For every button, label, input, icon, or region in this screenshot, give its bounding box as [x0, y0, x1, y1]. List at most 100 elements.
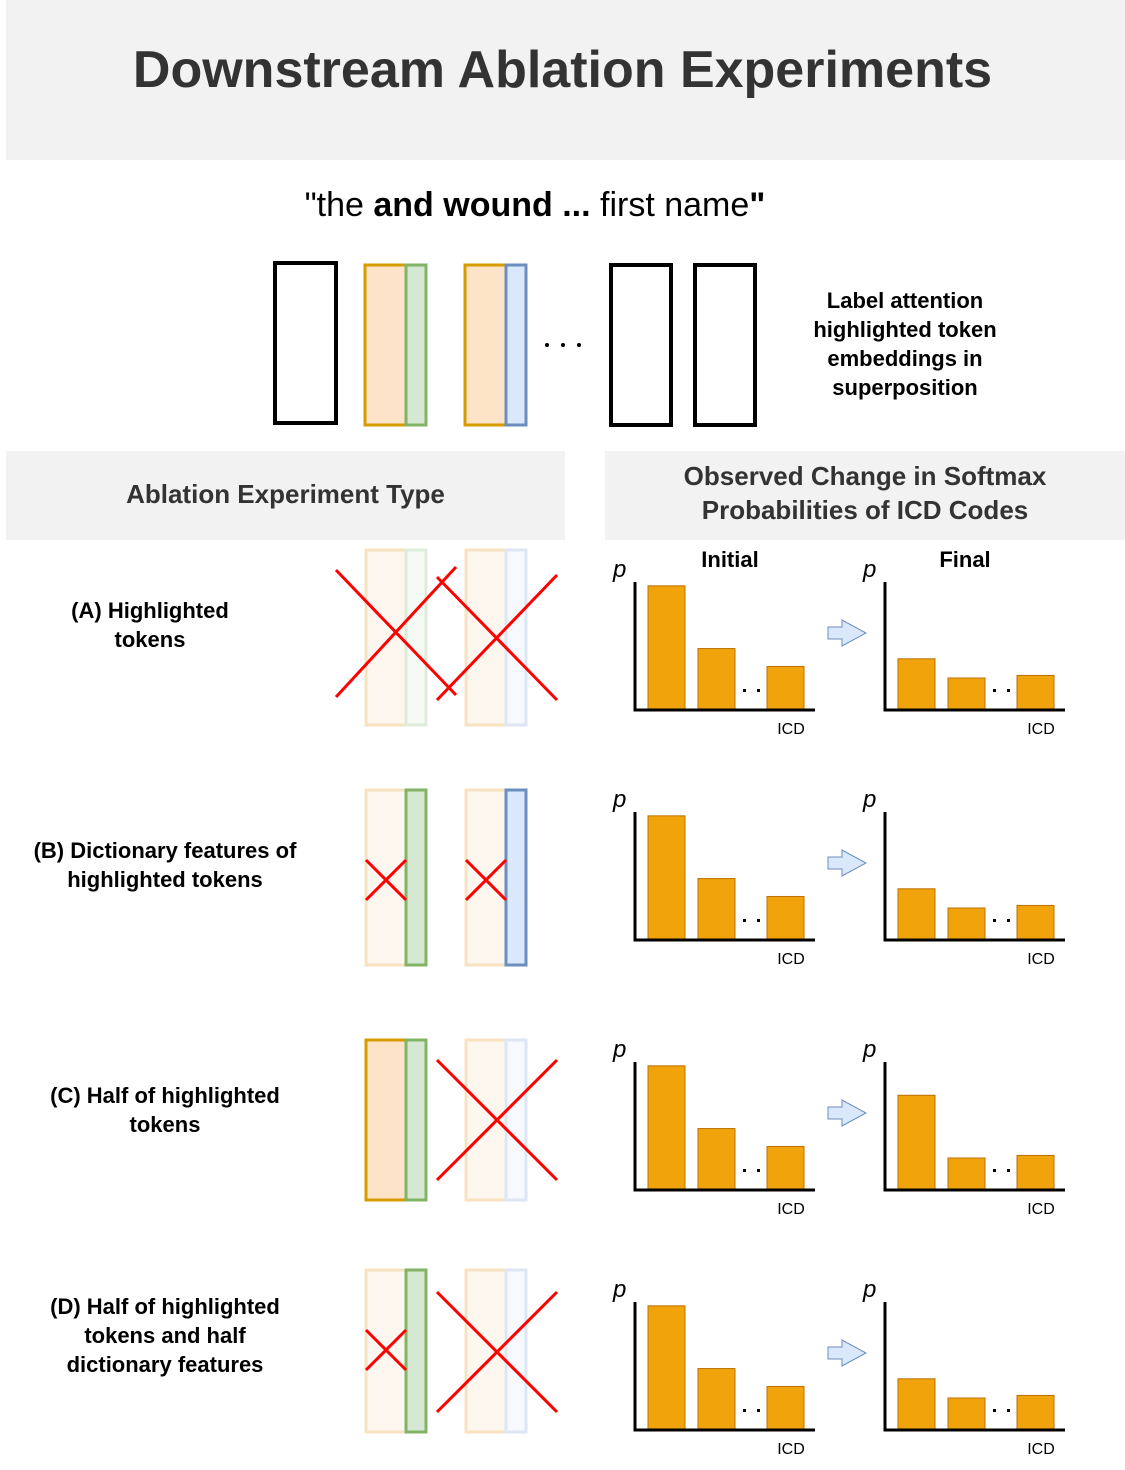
title-band — [6, 0, 1125, 160]
x-axis-label: ICD — [1027, 1201, 1055, 1218]
y-axis-label: p — [862, 556, 876, 583]
example-sentence: "the and wound ... first name" — [0, 186, 1070, 225]
icd-bar — [1016, 904, 1055, 941]
right-arrow-icon — [827, 1339, 867, 1367]
ellipsis-dot — [757, 919, 760, 922]
cross-line — [435, 573, 559, 702]
ellipsis-dot — [1007, 689, 1010, 692]
close-quote: " — [749, 186, 766, 224]
icd-bar — [647, 815, 686, 941]
icd-bar — [647, 1065, 686, 1191]
ablation-type-header: Ablation Experiment Type — [126, 479, 445, 509]
superposition-note: Label attention highlighted token embedd… — [813, 288, 997, 400]
ellipsis-dot — [545, 343, 549, 347]
icd-bar — [766, 665, 805, 711]
token-embedding-5 — [693, 263, 757, 427]
x-axis-label: ICD — [777, 1201, 805, 1218]
icd-bar — [897, 1378, 936, 1431]
ellipsis-dot — [1007, 1169, 1010, 1172]
icd-bar — [897, 888, 936, 941]
ellipsis-dot — [1007, 919, 1010, 922]
icd-bar — [697, 648, 736, 711]
ellipsis-dot — [743, 919, 746, 922]
icd-bar — [897, 1094, 936, 1191]
row-label-b: (B) Dictionary features of highlighted t… — [33, 838, 297, 892]
ellipsis-dot — [1007, 1409, 1010, 1412]
icd-bar — [1016, 674, 1055, 711]
faded-orange-embedding — [464, 788, 508, 967]
sentence-highlighted: and wound ... — [373, 186, 591, 224]
row-label-c: (C) Half of highlighted tokens — [50, 1083, 280, 1137]
icd-bar — [947, 907, 986, 941]
right-header-band — [605, 451, 1125, 540]
cross-line — [334, 565, 458, 699]
final-header: Final — [939, 547, 991, 572]
cross-line — [435, 1290, 559, 1414]
y-axis-label: p — [612, 786, 626, 813]
ellipsis-dot — [993, 689, 996, 692]
icd-bar — [647, 585, 686, 711]
ellipsis-dot — [757, 1169, 760, 1172]
cross-line — [464, 858, 508, 902]
icd-bar — [1016, 1394, 1055, 1431]
token-embedding-2-orange — [363, 263, 408, 427]
softmax-change-header: Observed Change in Softmax Probabilities… — [683, 461, 1047, 525]
right-arrow-icon — [827, 1099, 867, 1127]
ellipsis-dot — [561, 343, 565, 347]
right-arrow-icon — [827, 619, 867, 647]
faded-green-feature — [404, 548, 428, 727]
icd-bar — [947, 1397, 986, 1431]
ellipsis-dot — [757, 1409, 760, 1412]
x-axis-label: ICD — [777, 1441, 805, 1458]
cross-line — [364, 858, 408, 902]
ablation-c — [364, 1038, 559, 1202]
sentence-part-1: the — [316, 186, 374, 224]
icd-bar — [766, 895, 805, 941]
cross-line — [364, 1328, 408, 1372]
open-quote: " — [304, 186, 317, 224]
y-axis-label: p — [612, 1276, 626, 1303]
sentence-part-2: first name — [590, 186, 750, 224]
icd-bar — [947, 677, 986, 711]
top-embeddings — [273, 261, 757, 427]
token-embedding-3-orange — [463, 263, 508, 427]
token-embedding-4 — [609, 263, 673, 427]
icd-bar — [697, 878, 736, 941]
faded-blue-feature — [504, 1038, 528, 1202]
icd-bar — [1016, 1154, 1055, 1191]
icd-bar — [766, 1385, 805, 1431]
icd-bar — [647, 1305, 686, 1431]
y-axis-label: p — [862, 1276, 876, 1303]
cross-line — [435, 1058, 559, 1182]
left-header-band — [6, 451, 565, 540]
token-embedding-3-blue — [504, 263, 528, 427]
green-feature — [404, 1038, 428, 1202]
x-axis-label: ICD — [1027, 1441, 1055, 1458]
ellipsis-dot — [993, 1169, 996, 1172]
ellipsis-dot — [743, 689, 746, 692]
faded-orange-embedding — [364, 788, 408, 967]
ablation-b — [364, 788, 528, 967]
y-axis-label: p — [612, 1036, 626, 1063]
ellipsis-dot — [993, 1409, 996, 1412]
icd-bar — [766, 1145, 805, 1191]
page-title: Downstream Ablation Experiments — [132, 41, 993, 99]
y-axis-label: p — [862, 786, 876, 813]
green-feature — [404, 1268, 428, 1434]
orange-embedding — [364, 1038, 408, 1202]
token-embedding-1 — [273, 261, 338, 425]
token-embedding-2-green — [404, 263, 428, 427]
ellipsis-dot — [757, 689, 760, 692]
x-axis-label: ICD — [1027, 721, 1055, 738]
right-arrow-icon — [827, 849, 867, 877]
x-axis-label: ICD — [1027, 951, 1055, 968]
row-label-a: (A) Highlighted tokens — [71, 598, 229, 652]
icd-bar — [697, 1368, 736, 1431]
